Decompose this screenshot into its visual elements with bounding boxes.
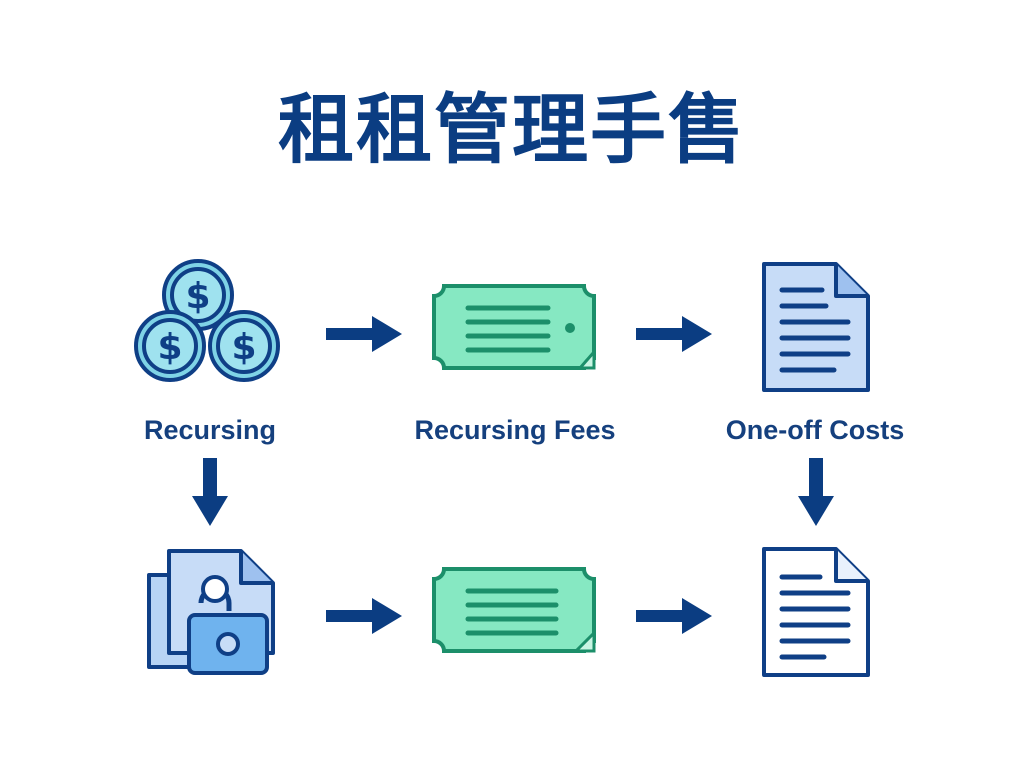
edge-arrow-recursing-to-fees — [324, 314, 404, 354]
arrow-right-icon — [326, 598, 402, 634]
svg-text:$: $ — [157, 327, 182, 368]
arrow-down-icon — [798, 458, 834, 526]
node-ticket-2 — [430, 565, 598, 655]
svg-text:$: $ — [231, 327, 256, 368]
ticket-icon — [432, 284, 596, 370]
edge-arrow-ticket-to-document — [634, 596, 714, 636]
node-document-2 — [760, 545, 872, 679]
edge-arrow-recursing-to-files — [190, 456, 230, 528]
document-outline-icon — [762, 547, 870, 677]
edge-arrow-fees-to-costs — [634, 314, 714, 354]
coins-icon: $ $ $ — [134, 259, 280, 382]
node-label-one-off-costs: One-off Costs — [725, 415, 905, 445]
edge-arrow-costs-to-document — [796, 456, 836, 528]
node-recursing: $ $ $ — [130, 258, 290, 384]
arrow-right-icon — [636, 598, 712, 634]
node-files-lock — [145, 545, 280, 680]
arrow-right-icon — [326, 316, 402, 352]
edge-arrow-files-to-ticket — [324, 596, 404, 636]
files-lock-icon — [147, 549, 275, 675]
ticket-icon — [432, 567, 596, 653]
diagram-title: 租租管理手售 — [278, 85, 746, 174]
document-icon — [762, 262, 870, 392]
node-one-off-costs — [760, 260, 872, 394]
svg-text:$: $ — [185, 276, 210, 317]
arrow-down-icon — [192, 458, 228, 526]
arrow-right-icon — [636, 316, 712, 352]
node-label-recursing: Recursing — [143, 415, 277, 445]
node-label-recursing-fees: Recursing Fees — [414, 415, 616, 445]
node-recursing-fees — [430, 282, 598, 372]
